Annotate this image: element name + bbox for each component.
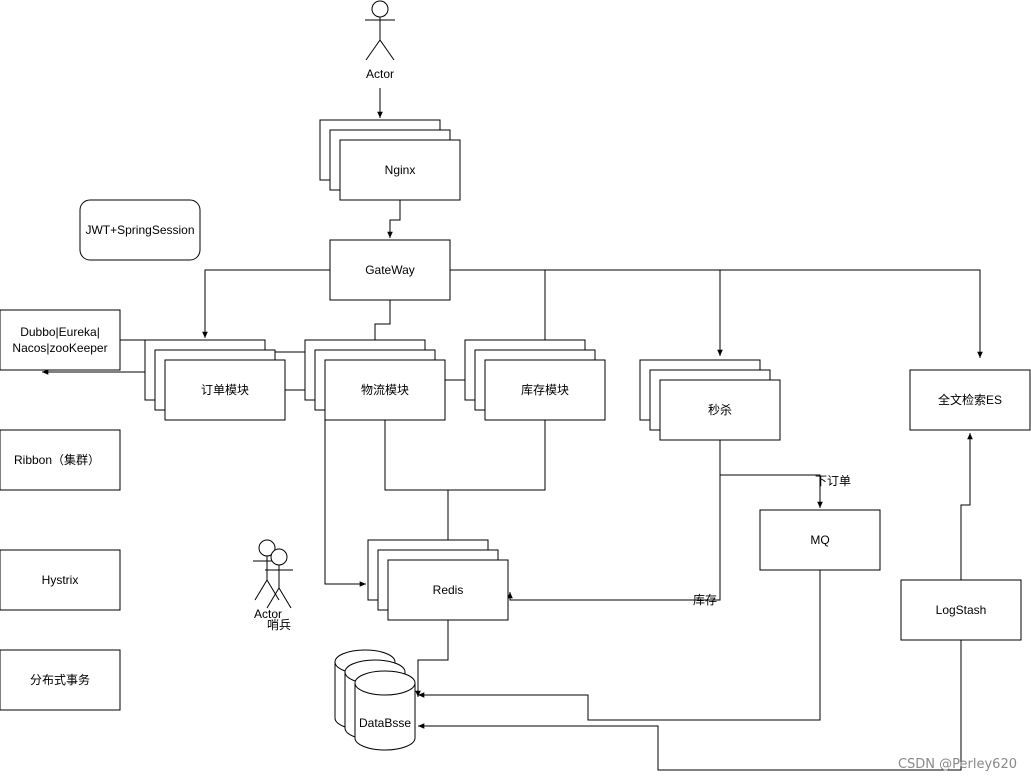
gateway-label: GateWay [365,263,415,277]
mq-box [759,509,881,571]
logstash-box [900,579,1022,641]
edge-modules-bus [384,420,546,491]
inventory-stack [464,339,606,421]
redis-stack [367,539,509,621]
database-label: DataBsse [359,716,411,730]
actor-icon [365,0,395,61]
watermark: CSDN @Perley620 [897,757,1017,772]
edge-label-stock: 库存 [693,592,717,607]
order-stack [144,339,286,421]
inventory-label: 库存模块 [521,382,569,397]
edge-label-place-order: 下订单 [815,474,851,488]
distributed-tx-box [0,649,121,711]
sentinel-actor-icon [253,539,293,609]
distributed-tx-label: 分布式事务 [30,672,90,687]
edge-logistics-redis [324,400,366,587]
edge-redis-db [415,620,449,697]
edge-logstash-search [960,433,973,580]
ribbon-box [0,429,121,491]
edge-nginx-gateway [387,200,401,238]
sentinel-actor-label: Actor [254,607,282,621]
order-label: 订单模块 [201,383,249,397]
registry-label-line2: Nacos|zooKeeper [12,341,107,355]
logstash-label: LogStash [936,603,987,617]
jwt-box [79,199,201,261]
nginx-stack [319,119,461,201]
nginx-label: Nginx [385,163,416,177]
redis-label: Redis [433,583,464,597]
registry-label-line1: Dubbo|Eureka| [20,325,100,339]
search-box [909,369,1031,431]
logistics-label: 物流模块 [361,383,409,397]
hystrix-box [0,549,121,611]
connectors [42,88,983,771]
mq-label: MQ [810,533,829,547]
sentinel-name-label: 哨兵 [267,617,291,632]
logistics-stack [304,339,446,421]
edge-logstash-db [418,640,962,771]
ribbon-label: Ribbon（集群） [14,452,100,467]
hystrix-label: Hystrix [42,573,79,587]
registry-box [0,309,121,371]
seckill-label: 秒杀 [708,402,732,417]
seckill-stack [639,359,781,441]
edge-gateway-logistics [372,300,391,350]
edge-gateway-order [202,269,330,338]
jwt-label: JWT+SpringSession [85,223,194,237]
edge-seckill-mq [720,474,823,508]
edge-seckill-redis [507,440,721,601]
gateway-box [329,239,451,301]
database-cylinder-icon [334,649,416,751]
search-label: 全文检索ES [938,392,1002,407]
edge-gateway-search [450,269,983,358]
edge-mq-db [418,570,821,721]
actor-label: Actor [366,67,394,81]
